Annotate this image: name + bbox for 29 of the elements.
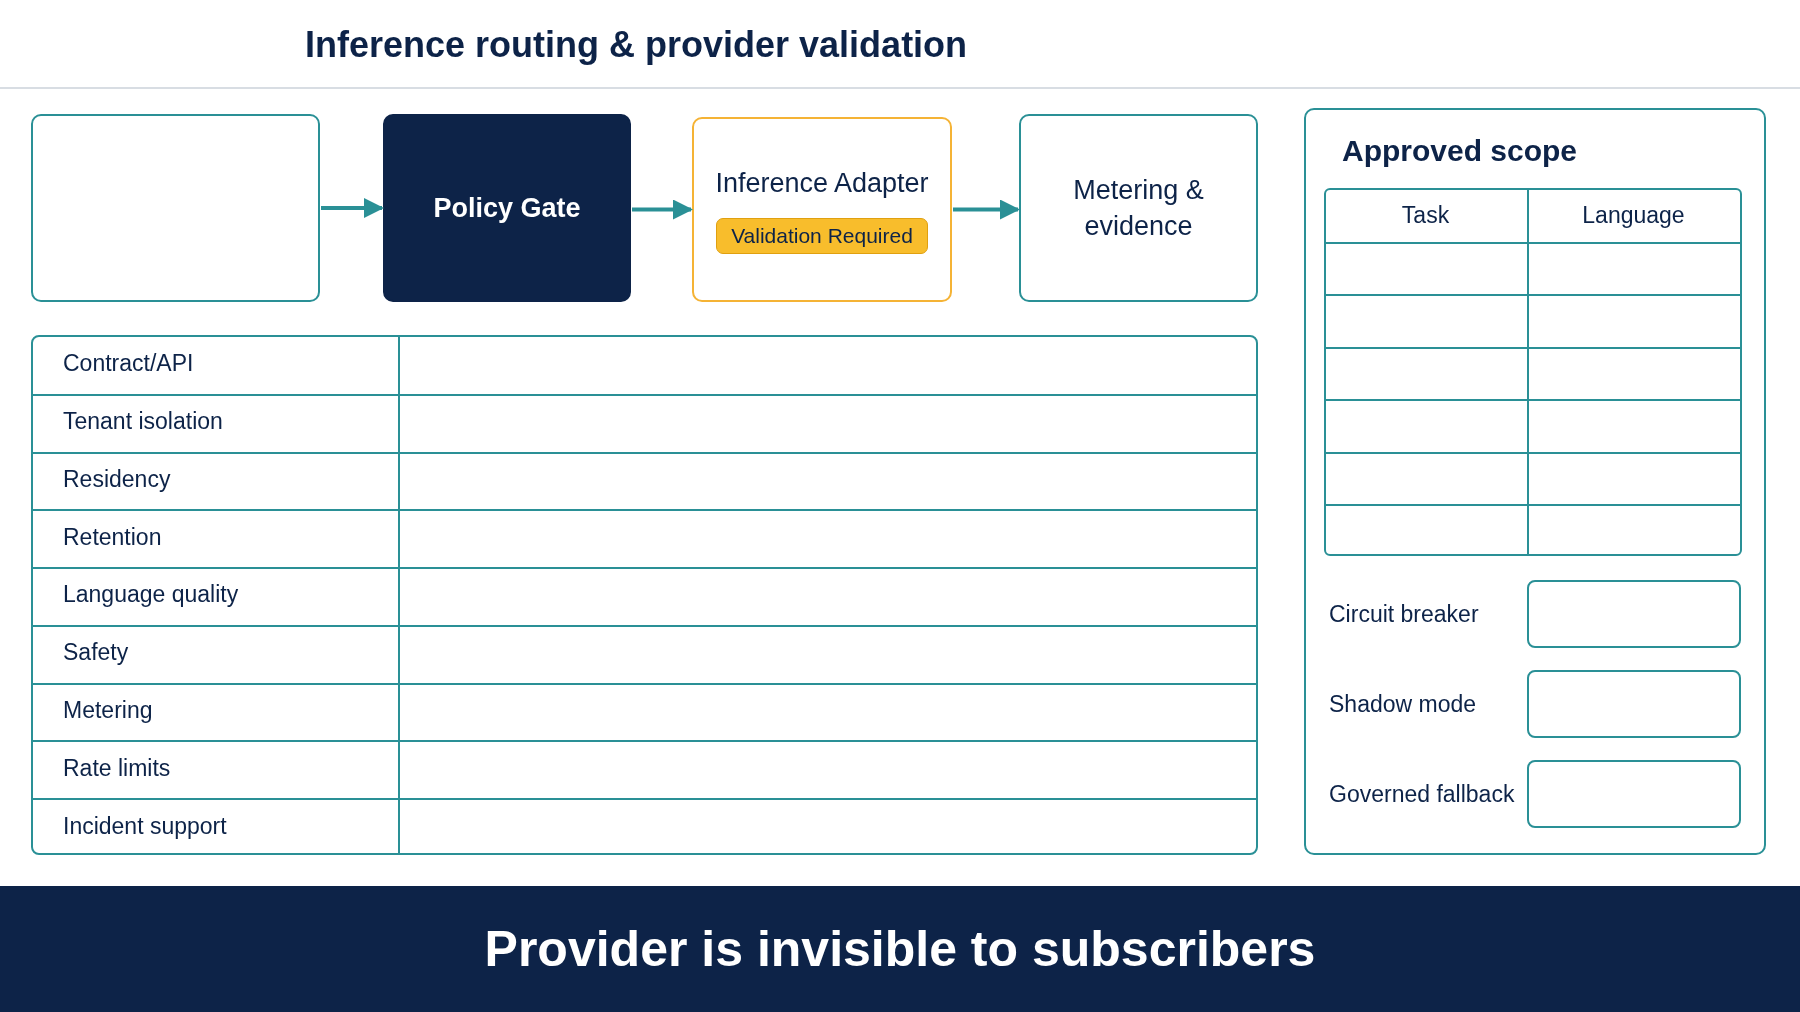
row-label: Residency [63,464,171,494]
row-label: Metering [63,696,153,726]
status-badge: Validation Required [716,217,928,254]
column-header: Task [1400,200,1451,230]
row-label: Shadow mode [1329,689,1477,719]
arrow [321,198,384,218]
row-label: Language quality [63,580,239,610]
row-label: Tenant isolation [63,407,223,437]
row-label: Retention [63,522,162,552]
row-label: Governed fallback [1329,779,1515,809]
row-label: Contract/API [63,349,194,379]
process-box [692,117,952,302]
arrow [632,199,693,220]
column-header: Language [1581,200,1686,230]
row-label: Rate limits [63,753,171,783]
process-box [31,114,320,302]
process-box [383,114,631,302]
row-label: Circuit breaker [1329,599,1479,629]
panel-title: Approved scope [1342,134,1578,168]
caption-banner: Provider is invisible to subscribers [0,886,1800,1012]
arrow [953,199,1020,220]
row-label: Safety [63,638,129,668]
node-label: Policy Gate [432,191,582,225]
node-label: Inference Adapter [714,167,930,201]
process-box [1019,114,1258,302]
scope-panel [1304,108,1766,855]
row-label: Incident support [63,811,227,841]
node-label: Metering & evidence [1072,173,1205,243]
header-title: Inference routing & provider validation [305,24,968,66]
